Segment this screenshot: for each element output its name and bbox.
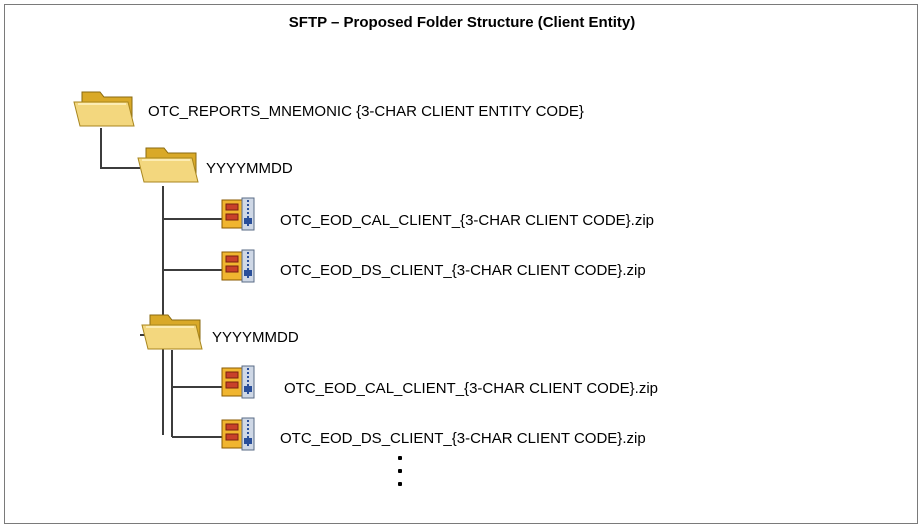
folder-icon[interactable] (72, 90, 136, 133)
diagram-frame (4, 4, 918, 524)
ellipsis-dot (398, 469, 402, 473)
connector-root-to-folder-1 (100, 128, 140, 169)
root-folder-label[interactable]: OTC_REPORTS_MNEMONIC {3-CHAR CLIENT ENTI… (148, 103, 584, 120)
folder-1-file-1-label[interactable]: OTC_EOD_CAL_CLIENT_{3-CHAR CLIENT CODE}.… (280, 212, 655, 229)
zip-archive-icon[interactable] (220, 196, 262, 239)
ellipsis-dot (398, 482, 402, 486)
folder-icon[interactable] (140, 313, 204, 356)
zip-archive-icon[interactable] (220, 364, 262, 407)
diagram-title: SFTP – Proposed Folder Structure (Client… (288, 14, 636, 31)
folder-2-file-1-label[interactable]: OTC_EOD_CAL_CLIENT_{3-CHAR CLIENT CODE}.… (284, 380, 659, 397)
ellipsis-dot (398, 456, 402, 460)
zip-archive-icon[interactable] (220, 416, 262, 459)
folder-icon[interactable] (136, 146, 200, 189)
folder-1-label[interactable]: YYYYMMDD (206, 160, 293, 177)
folder-2-file-2-label[interactable]: OTC_EOD_DS_CLIENT_{3-CHAR CLIENT CODE}.z… (280, 430, 646, 447)
folder-1-file-2-label[interactable]: OTC_EOD_DS_CLIENT_{3-CHAR CLIENT CODE}.z… (280, 262, 646, 279)
more-items-ellipsis (396, 456, 404, 495)
folder-2-label[interactable]: YYYYMMDD (212, 329, 299, 346)
zip-archive-icon[interactable] (220, 248, 262, 291)
